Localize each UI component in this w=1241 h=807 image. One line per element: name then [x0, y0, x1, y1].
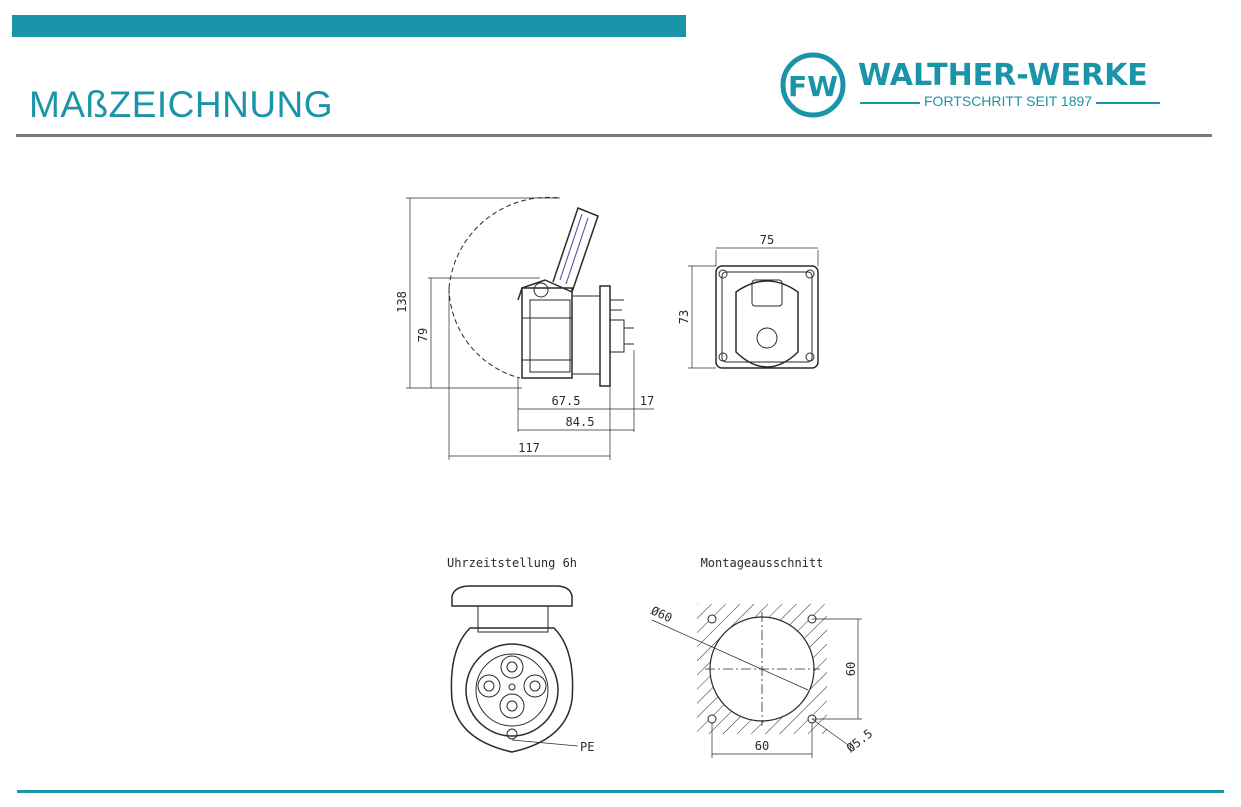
dim-front-width: 75 [760, 233, 774, 247]
brand-name: WALTHER-WERKE [858, 58, 1148, 93]
logo-mark-letters: FW [788, 70, 838, 103]
footer-accent-line [17, 790, 1224, 793]
dim-height-body: 79 [416, 328, 430, 342]
pe-label: PE [580, 740, 594, 754]
logo-mark-icon: FW [780, 52, 846, 118]
clock-view-label: Uhrzeitstellung 6h [447, 556, 577, 570]
dim-hole-dia: Ø5.5 [844, 726, 875, 755]
clock-position-view [450, 585, 579, 753]
dim-cutout-circle: Ø60 [649, 604, 675, 626]
dim-height-total: 138 [395, 291, 409, 313]
side-view [406, 196, 654, 460]
cutout-view-label: Montageausschnitt [701, 556, 824, 570]
dim-cutout-height: 60 [844, 662, 858, 676]
front-view [688, 247, 819, 369]
dim-depth-total: 117 [518, 441, 540, 455]
header-accent-bar [12, 15, 686, 37]
page-title: MAßZEICHNUNG [29, 84, 334, 125]
dim-depth-body: 67.5 [552, 394, 581, 408]
dim-front-height: 73 [677, 310, 691, 324]
brand-tagline: FORTSCHRITT SEIT 1897 [920, 93, 1097, 109]
header-divider [16, 134, 1212, 137]
dim-flange: 17 [640, 394, 654, 408]
dim-cutout-width: 60 [755, 739, 769, 753]
dim-depth-with-flange: 84.5 [566, 415, 595, 429]
walther-werke-logo: FW WALTHER-WERKE FORTSCHRITT SEIT 1897 [780, 52, 1170, 118]
mounting-cutout-view [651, 604, 862, 758]
